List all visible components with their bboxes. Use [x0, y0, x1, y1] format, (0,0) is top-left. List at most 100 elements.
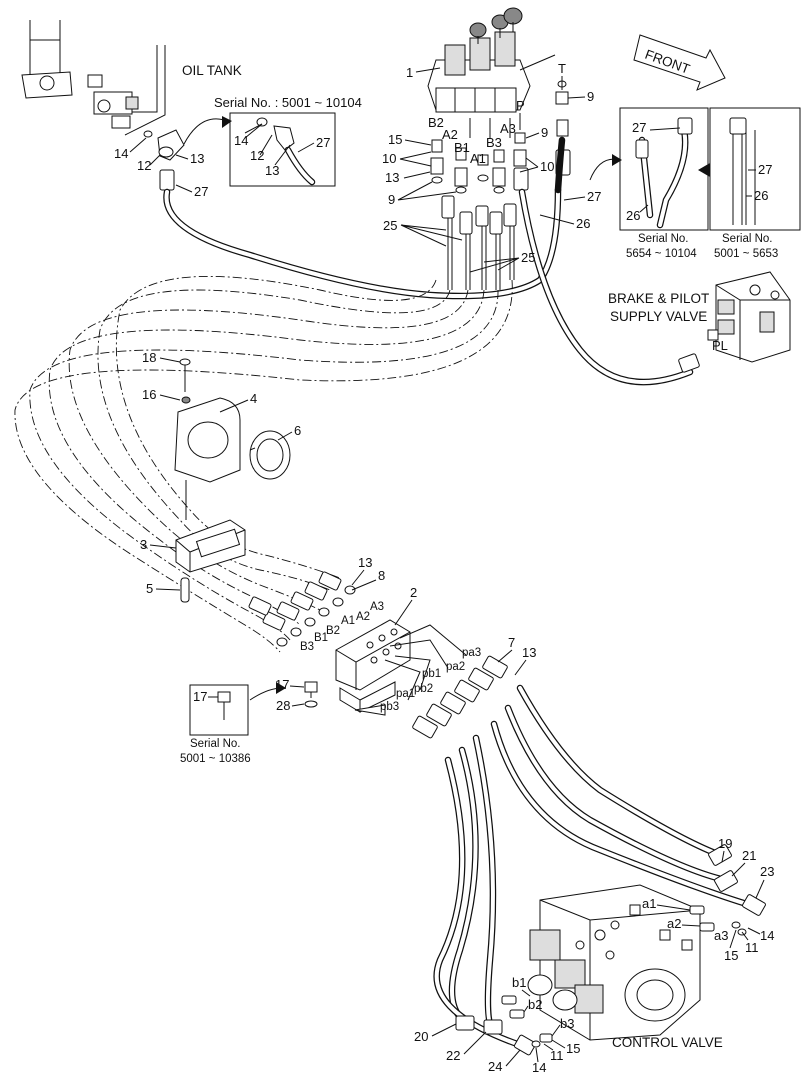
brake-pilot-label-2: SUPPLY VALVE: [610, 309, 707, 324]
callout-12a: 12: [137, 158, 151, 173]
callout-numbers: 1 2 3 4 5 6 7 8 9 9 9 10 10 11 11 12 12 …: [114, 65, 774, 1075]
port-a2: A2: [442, 127, 458, 142]
port-b3: B3: [486, 135, 502, 150]
callout-15b: 15: [724, 948, 738, 963]
control-valve: [527, 884, 701, 1041]
port-pb1: pb1: [422, 668, 441, 680]
callout-17a: 17: [193, 689, 207, 704]
pilot-hose-bundle: [14, 275, 513, 653]
serial-right-1: Serial No.: [722, 233, 773, 245]
callout-27e: 27: [758, 162, 772, 177]
callout-2: 2: [410, 585, 417, 600]
port-va1: a1: [642, 896, 656, 911]
callout-27a: 27: [194, 184, 208, 199]
hose-26-brake: [513, 167, 700, 386]
port-b3b: B3: [300, 641, 314, 653]
callout-10a: 10: [382, 151, 396, 166]
callout-20: 20: [414, 1029, 428, 1044]
port-a1: A1: [470, 151, 486, 166]
callout-11a: 11: [745, 940, 759, 955]
oil-tank-assembly: [21, 20, 185, 161]
hoses-25-top: [441, 195, 517, 290]
callout-5: 5: [146, 581, 153, 596]
callout-17b: 17: [275, 677, 289, 692]
brake-pilot-supply-valve: [707, 271, 791, 363]
callout-28: 28: [276, 698, 290, 713]
serial-left-2: 5001 ~ 10386: [180, 753, 251, 765]
callout-24: 24: [488, 1059, 502, 1074]
callout-14c: 14: [760, 928, 774, 943]
callout-4: 4: [250, 391, 257, 406]
port-a3: A3: [500, 121, 516, 136]
hose-27-tank: [159, 169, 562, 300]
callout-21: 21: [742, 848, 756, 863]
brake-pilot-label-1: BRAKE & PILOT: [608, 291, 709, 306]
callout-15a: 15: [388, 132, 402, 147]
serial-box-mid: [619, 107, 709, 231]
callout-18: 18: [142, 350, 156, 365]
callout-15c: 15: [566, 1041, 580, 1056]
callout-7: 7: [508, 635, 515, 650]
serial-tank-label: Serial No. : 5001 ~ 10104: [214, 95, 362, 110]
callout-1: 1: [406, 65, 413, 80]
port-a3b: A3: [370, 601, 384, 613]
port-va3: a3: [714, 928, 728, 943]
callout-26c: 26: [754, 188, 768, 203]
port-b1b: B1: [314, 632, 328, 644]
callout-27b: 27: [316, 135, 330, 150]
callout-9a: 9: [587, 89, 594, 104]
hoses-to-control-valve: [433, 684, 766, 1056]
bracket-assembly: [174, 358, 291, 603]
port-b2: B2: [428, 115, 444, 130]
callout-9b: 9: [541, 125, 548, 140]
serial-right-2: 5001 ~ 5653: [714, 248, 778, 260]
callout-19: 19: [718, 836, 732, 851]
callout-22: 22: [446, 1048, 460, 1063]
oil-tank-label: OIL TANK: [182, 63, 242, 78]
serial-box-tank: [229, 112, 336, 187]
remote-control-valve: [427, 7, 556, 138]
port-a1b: A1: [341, 615, 355, 627]
serial-box-left: [189, 681, 318, 736]
port-vb3: b3: [560, 1016, 574, 1031]
callout-13e: 13: [522, 645, 536, 660]
callout-9c: 9: [388, 192, 395, 207]
callout-11b: 11: [550, 1048, 564, 1063]
callout-13b: 13: [265, 163, 279, 178]
callout-14b: 14: [234, 133, 248, 148]
port-b1: B1: [454, 140, 470, 155]
callout-3: 3: [140, 537, 147, 552]
callout-23: 23: [760, 864, 774, 879]
callout-10b: 10: [540, 159, 554, 174]
callout-27d: 27: [632, 120, 646, 135]
valve-small-fittings: [501, 905, 747, 1048]
port-b2b: B2: [326, 625, 340, 637]
block-fittings: [248, 571, 356, 647]
front-arrow: [633, 34, 726, 91]
callout-13c: 13: [385, 170, 399, 185]
port-va2: a2: [667, 916, 681, 931]
port-pb3: pb3: [380, 701, 399, 713]
serial-mid-2: 5654 ~ 10104: [626, 248, 697, 260]
port-labels: T P B2 A2 B1 A1 B3 A3 A3 A2 A1 B2 B1 B3 …: [300, 61, 728, 1037]
callout-16: 16: [142, 387, 156, 402]
callout-25b: 25: [521, 250, 535, 265]
callout-25a: 25: [383, 218, 397, 233]
port-pa2: pa2: [446, 661, 465, 673]
callout-13d: 13: [358, 555, 372, 570]
port-a2b: A2: [356, 611, 370, 623]
pilot-block-2: [335, 619, 411, 716]
callout-27c: 27: [587, 189, 601, 204]
port-pa3: pa3: [462, 647, 481, 659]
callout-26a: 26: [576, 216, 590, 231]
port-vb2: b2: [528, 997, 542, 1012]
callout-14d: 14: [532, 1060, 546, 1075]
pl-label: PL: [712, 338, 728, 353]
port-p: P: [516, 98, 525, 113]
callout-13a: 13: [190, 151, 204, 166]
port-leaders: [384, 624, 467, 701]
serial-left-1: Serial No.: [190, 738, 241, 750]
callout-26b: 26: [626, 208, 640, 223]
callout-12b: 12: [250, 148, 264, 163]
callout-6: 6: [294, 423, 301, 438]
